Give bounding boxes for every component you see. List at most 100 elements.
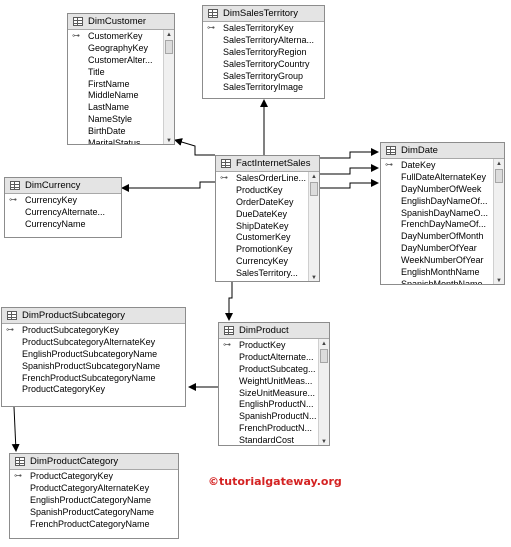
column-row[interactable]: ⊶ProductCategoryKey <box>10 470 178 482</box>
column-row[interactable]: ⊶SalesTerritoryKey <box>203 22 324 34</box>
column-row[interactable]: EnglishProductSubcategoryName <box>2 348 185 360</box>
table-header[interactable]: DimCurrency <box>5 178 121 194</box>
column-row[interactable]: EnglishMonthName <box>381 266 504 278</box>
column-row[interactable]: SalesTerritoryGroup <box>203 70 324 82</box>
column-row[interactable]: PromotionKey <box>216 243 319 255</box>
column-row[interactable]: SalesTerritoryAlterna... <box>203 34 324 46</box>
column-row[interactable]: SalesTerritoryImage <box>203 81 324 93</box>
table-header[interactable]: DimSalesTerritory <box>203 6 324 22</box>
column-row[interactable]: DayNumberOfWeek <box>381 183 504 195</box>
column-row[interactable]: WeekNumberOfYear <box>381 254 504 266</box>
column-row[interactable]: SpanishProductSubcategoryName <box>2 360 185 372</box>
scroll-thumb[interactable] <box>165 40 173 54</box>
scroll-thumb[interactable] <box>495 169 503 183</box>
column-row[interactable]: FrenchDayNameOf... <box>381 218 504 230</box>
table-header[interactable]: DimProductCategory <box>10 454 178 470</box>
column-row[interactable]: Title <box>68 66 174 78</box>
column-row[interactable]: ProductSubcateg... <box>219 363 329 375</box>
scroll-thumb[interactable] <box>320 349 328 363</box>
vertical-scrollbar[interactable]: ▲ ▼ <box>163 30 174 144</box>
column-row[interactable]: SalesTerritory... <box>216 267 319 279</box>
column-row[interactable]: FrenchProductCategoryName <box>10 518 178 530</box>
column-row[interactable]: ProductCategoryAlternateKey <box>10 482 178 494</box>
column-row[interactable]: FrenchProductN... <box>219 422 329 434</box>
scroll-down-icon[interactable]: ▼ <box>311 274 317 281</box>
column-row[interactable]: ProductCategoryKey <box>2 383 185 395</box>
column-row[interactable]: SpanishMonthName <box>381 278 504 284</box>
column-row[interactable]: EnglishProductCategoryName <box>10 494 178 506</box>
column-row[interactable]: FullDateAlternateKey <box>381 171 504 183</box>
column-row[interactable]: CurrencyName <box>5 218 121 230</box>
column-row[interactable]: LastName <box>68 101 174 113</box>
column-row[interactable]: CurrencyKey <box>216 255 319 267</box>
column-row[interactable]: ⊶ProductKey <box>219 339 329 351</box>
column-row[interactable]: ⊶CurrencyKey <box>5 194 121 206</box>
column-row[interactable]: NameStyle <box>68 113 174 125</box>
table-header[interactable]: DimDate <box>381 143 504 159</box>
column-row[interactable]: CustomerKey <box>216 231 319 243</box>
scroll-down-icon[interactable]: ▼ <box>321 438 327 445</box>
scroll-down-icon[interactable]: ▼ <box>166 137 172 144</box>
column-row[interactable]: FirstName <box>68 78 174 90</box>
column-row[interactable]: StandardCost <box>219 434 329 445</box>
column-row[interactable]: ⊶CustomerKey <box>68 30 174 42</box>
column-row[interactable]: SpanishProductN... <box>219 410 329 422</box>
column-row[interactable]: BirthDate <box>68 125 174 137</box>
scroll-up-icon[interactable]: ▲ <box>166 31 172 38</box>
table-header[interactable]: DimCustomer <box>68 14 174 30</box>
column-row[interactable]: ⊶SalesOrderLine... <box>216 172 319 184</box>
column-row[interactable]: SalesTerritoryRegion <box>203 46 324 58</box>
column-row[interactable]: ⊶DateKey <box>381 159 504 171</box>
table-header[interactable]: FactInternetSales <box>216 156 319 172</box>
scroll-thumb[interactable] <box>310 182 318 196</box>
column-row[interactable]: ProductAlternate... <box>219 351 329 363</box>
column-row[interactable]: OrderDateKey <box>216 196 319 208</box>
table-factinternetsales[interactable]: FactInternetSales ⊶SalesOrderLine...Prod… <box>215 155 320 282</box>
column-row[interactable]: SizeUnitMeasure... <box>219 387 329 399</box>
column-row[interactable]: CurrencyAlternate... <box>5 206 121 218</box>
table-header[interactable]: DimProductSubcategory <box>2 308 185 324</box>
vertical-scrollbar[interactable]: ▲ ▼ <box>493 159 504 284</box>
column-row[interactable]: DueDateKey <box>216 208 319 220</box>
column-row[interactable]: MiddleName <box>68 89 174 101</box>
table-dimproductsubcategory[interactable]: DimProductSubcategory ⊶ProductSubcategor… <box>1 307 186 407</box>
scroll-up-icon[interactable]: ▲ <box>321 340 327 347</box>
column-row[interactable]: ProductSubcategoryAlternateKey <box>2 336 185 348</box>
column-row[interactable]: DayNumberOfMonth <box>381 230 504 242</box>
vertical-scrollbar[interactable]: ▲ ▼ <box>318 339 329 445</box>
column-row[interactable]: SpanishDayNameO... <box>381 207 504 219</box>
vertical-scrollbar[interactable]: ▲ ▼ <box>308 172 319 281</box>
column-row[interactable]: SpanishProductCategoryName <box>10 506 178 518</box>
column-row[interactable]: FrenchProductSubcategoryName <box>2 372 185 384</box>
scroll-up-icon[interactable]: ▲ <box>311 173 317 180</box>
column-row[interactable]: ShipDateKey <box>216 220 319 232</box>
column-row[interactable]: DayNumberOfYear <box>381 242 504 254</box>
column-row[interactable]: MaritalStatus <box>68 137 174 144</box>
scroll-down-icon[interactable]: ▼ <box>496 277 502 284</box>
column-row[interactable]: GeographyKey <box>68 42 174 54</box>
column-row[interactable]: EnglishProductN... <box>219 398 329 410</box>
column-row[interactable]: EnglishDayNameOf... <box>381 195 504 207</box>
table-header[interactable]: DimProduct <box>219 323 329 339</box>
column-row[interactable]: SalesOrderNumber <box>216 279 319 281</box>
column-row[interactable]: SalesTerritoryCountry <box>203 58 324 70</box>
column-row[interactable]: ProductKey <box>216 184 319 196</box>
column-row[interactable]: WeightUnitMeas... <box>219 375 329 387</box>
column-row[interactable]: ⊶ProductSubcategoryKey <box>2 324 185 336</box>
column-row[interactable]: CustomerAlter... <box>68 54 174 66</box>
scroll-up-icon[interactable]: ▲ <box>496 160 502 167</box>
